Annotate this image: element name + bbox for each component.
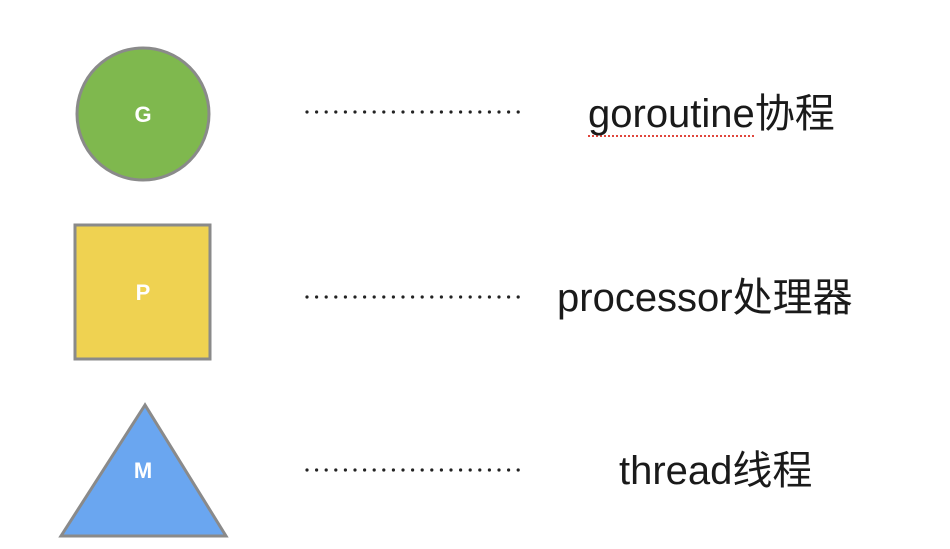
processor-connector-dot xyxy=(411,295,415,299)
thread-connector-dot xyxy=(449,468,453,472)
goroutine-connector-dot xyxy=(324,110,328,114)
goroutine-connector-dot xyxy=(343,110,347,114)
thread-connector-dot xyxy=(363,468,367,472)
goroutine-connector-dot xyxy=(334,110,338,114)
thread-connector-dot xyxy=(487,468,491,472)
thread-label-cjk: 线程 xyxy=(732,449,813,493)
thread-connector-dot xyxy=(305,468,309,472)
processor-connector-dot xyxy=(401,295,405,299)
processor-connector-dot xyxy=(353,295,357,299)
processor-connector-dot xyxy=(324,295,328,299)
thread-connector-dot xyxy=(430,468,434,472)
thread-connector-dot xyxy=(324,468,328,472)
goroutine-dotted-connector xyxy=(305,110,520,114)
thread-label: thread线程 xyxy=(619,451,812,491)
goroutine-connector-dot xyxy=(315,110,319,114)
thread-connector-dot xyxy=(420,468,424,472)
goroutine-label-latin: goroutine xyxy=(588,92,755,137)
goroutine-connector-dot xyxy=(459,110,463,114)
thread-connector-dot xyxy=(372,468,376,472)
goroutine-connector-dot xyxy=(420,110,424,114)
thread-connector-dot xyxy=(382,468,386,472)
goroutine-connector-dot xyxy=(449,110,453,114)
goroutine-connector-dot xyxy=(439,110,443,114)
goroutine-connector-dot xyxy=(401,110,405,114)
processor-connector-dot xyxy=(507,295,511,299)
goroutine-connector-dot xyxy=(305,110,309,114)
goroutine-label-cjk: 协程 xyxy=(754,92,835,136)
processor-connector-dot xyxy=(363,295,367,299)
goroutine-connector-dot xyxy=(516,110,520,114)
processor-dotted-connector xyxy=(305,295,520,299)
goroutine-connector-dot xyxy=(478,110,482,114)
thread-connector-dot xyxy=(507,468,511,472)
thread-connector-dot xyxy=(343,468,347,472)
processor-connector-dot xyxy=(420,295,424,299)
processor-label: processor处理器 xyxy=(557,278,853,318)
goroutine-connector-dot xyxy=(372,110,376,114)
processor-connector-dot xyxy=(459,295,463,299)
goroutine-connector-dot xyxy=(411,110,415,114)
goroutine-label: goroutine协程 xyxy=(588,94,835,137)
processor-connector-dot xyxy=(487,295,491,299)
thread-connector-dot xyxy=(478,468,482,472)
processor-square xyxy=(73,223,212,361)
goroutine-letter: G xyxy=(134,102,151,127)
goroutine-symbol: G xyxy=(75,46,211,182)
goroutine-connector-dot xyxy=(507,110,511,114)
processor-connector-dot xyxy=(449,295,453,299)
thread-connector-dot xyxy=(459,468,463,472)
processor-label-cjk: 处理器 xyxy=(732,276,853,320)
thread-dotted-connector xyxy=(305,468,520,472)
goroutine-connector-dot xyxy=(430,110,434,114)
goroutine-connector-dot xyxy=(468,110,472,114)
thread-connector-dot xyxy=(516,468,520,472)
thread-connector-dot xyxy=(391,468,395,472)
processor-symbol: P xyxy=(73,223,212,361)
goroutine-connector-dot xyxy=(497,110,501,114)
thread-connector-dot xyxy=(411,468,415,472)
processor-connector-dot xyxy=(372,295,376,299)
thread-symbol: M xyxy=(58,402,229,538)
goroutine-connector-dot xyxy=(363,110,367,114)
processor-connector-dot xyxy=(468,295,472,299)
goroutine-connector-dot xyxy=(487,110,491,114)
goroutine-circle xyxy=(75,46,211,182)
thread-connector-dot xyxy=(497,468,501,472)
thread-letter: M xyxy=(134,458,152,483)
processor-connector-dot xyxy=(343,295,347,299)
thread-triangle xyxy=(58,402,229,538)
processor-letter: P xyxy=(136,280,151,305)
processor-connector-dot xyxy=(334,295,338,299)
thread-connector-dot xyxy=(334,468,338,472)
thread-label-latin: thread xyxy=(619,449,733,493)
thread-connector-dot xyxy=(315,468,319,472)
thread-connector-dot xyxy=(439,468,443,472)
processor-connector-dot xyxy=(439,295,443,299)
processor-connector-dot xyxy=(391,295,395,299)
processor-connector-dot xyxy=(315,295,319,299)
processor-connector-dot xyxy=(497,295,501,299)
goroutine-connector-dot xyxy=(353,110,357,114)
goroutine-connector-dot xyxy=(391,110,395,114)
processor-label-latin: processor xyxy=(557,276,733,320)
thread-connector-dot xyxy=(353,468,357,472)
processor-connector-dot xyxy=(430,295,434,299)
processor-connector-dot xyxy=(305,295,309,299)
processor-connector-dot xyxy=(516,295,520,299)
processor-connector-dot xyxy=(478,295,482,299)
thread-connector-dot xyxy=(468,468,472,472)
goroutine-connector-dot xyxy=(382,110,386,114)
processor-connector-dot xyxy=(382,295,386,299)
thread-connector-dot xyxy=(401,468,405,472)
